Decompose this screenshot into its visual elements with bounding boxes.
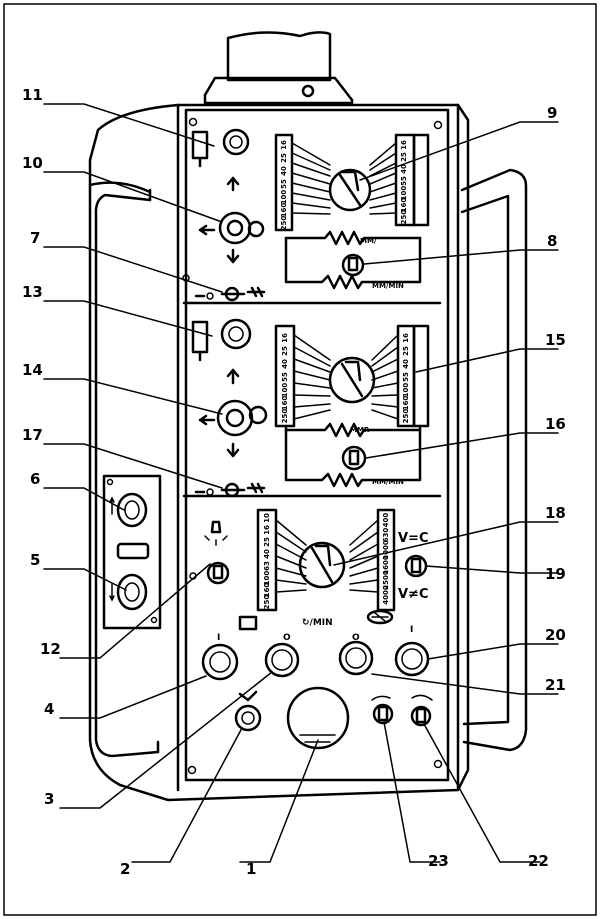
callout-17: 17 — [22, 426, 43, 444]
callout-numbers: 11 10 7 13 14 17 6 5 12 4 3 2 1 23 22 9 … — [22, 86, 566, 878]
scale-value: 55 — [281, 372, 289, 382]
image-border — [3, 3, 597, 916]
scale-value: 100 — [263, 571, 271, 586]
scale-value: 1000 — [382, 540, 390, 560]
scale-value: 10 — [263, 513, 271, 523]
scale-value: 160 — [281, 396, 289, 411]
callout-8: 8 — [547, 232, 557, 250]
scale-value: 40 — [280, 166, 288, 176]
leader-lines — [43, 103, 559, 863]
unit-label-top-small: MM/ — [360, 237, 377, 245]
callout-12: 12 — [40, 640, 61, 658]
scale-value: 16 — [281, 333, 289, 343]
v-not-equal-label: V≠C — [398, 587, 429, 602]
housing — [88, 103, 528, 802]
callout-13: 13 — [22, 283, 43, 301]
scale-value: 630 — [382, 528, 390, 543]
scale-value: 1600 — [382, 555, 390, 575]
marker-d: I — [410, 625, 413, 635]
callout-5: 5 — [30, 551, 40, 569]
callout-22: 22 — [528, 852, 549, 870]
scale-value: 4000 — [382, 585, 390, 605]
scale-value: 250 — [400, 210, 408, 225]
scale-value: 160 — [400, 198, 408, 213]
scale-value: 25 — [263, 537, 271, 547]
scale-value: 100 — [280, 190, 288, 205]
callout-2: 2 — [120, 860, 130, 878]
scale-value: 55 — [402, 372, 410, 382]
scale-value: 16 — [263, 525, 271, 535]
marker-c: O — [352, 633, 360, 643]
callout-19: 19 — [545, 565, 566, 583]
scale-value: 250 — [402, 409, 410, 424]
scale-value: 40 — [402, 359, 410, 369]
scale-value: 100 — [402, 383, 410, 398]
callout-7: 7 — [30, 229, 40, 247]
marker-a: I — [217, 633, 220, 643]
callout-1: 1 — [246, 860, 256, 878]
unit-label-top: MM/MIN — [372, 282, 404, 290]
unit-label-mid-small: MMR — [350, 426, 370, 434]
callout-21: 21 — [545, 676, 566, 694]
scale-value: 250 — [280, 216, 288, 231]
scale-value: 400 — [382, 513, 390, 528]
callout-10: 10 — [22, 154, 43, 172]
callout-15: 15 — [545, 331, 566, 349]
scale-value: 250 — [263, 595, 271, 610]
scale-value: 16 — [402, 333, 410, 343]
callout-3: 3 — [44, 790, 54, 808]
scale-value: 25 — [280, 153, 288, 163]
scale-value: 16 — [280, 140, 288, 150]
scale-value: 63 — [263, 561, 271, 571]
scale-value: 25 — [402, 346, 410, 356]
scale-value: 40 — [263, 549, 271, 559]
callout-6: 6 — [30, 470, 40, 488]
scale-value: 25 — [400, 152, 408, 162]
callout-9: 9 — [547, 104, 557, 122]
scale-value: 25 — [281, 346, 289, 356]
scale-value: 160 — [263, 583, 271, 598]
speed-unit-label: ↻/MIN — [302, 618, 333, 628]
callout-4: 4 — [44, 700, 54, 718]
callout-16: 16 — [545, 415, 566, 433]
callout-14: 14 — [22, 361, 43, 379]
scale-value: 55 — [400, 176, 408, 186]
v-equal-label: V=C — [398, 531, 429, 546]
scale-value: 40 — [400, 164, 408, 174]
scale-value: 100 — [400, 186, 408, 201]
unit-label-mid: MM/MIN — [372, 478, 404, 486]
scale-value: 250 — [281, 409, 289, 424]
scale-value: 2500 — [382, 570, 390, 590]
column-stub — [203, 31, 354, 105]
marker-b: O — [283, 633, 291, 643]
scale-value: 40 — [281, 359, 289, 369]
scale-value: 16 — [400, 140, 408, 150]
scale-value: 55 — [280, 179, 288, 189]
callout-18: 18 — [545, 504, 566, 522]
scale-value: 100 — [281, 383, 289, 398]
scale-value: 160 — [280, 203, 288, 218]
callout-23: 23 — [428, 852, 449, 870]
callout-20: 20 — [545, 626, 566, 644]
callout-11: 11 — [22, 86, 43, 104]
scale-value: 160 — [402, 396, 410, 411]
